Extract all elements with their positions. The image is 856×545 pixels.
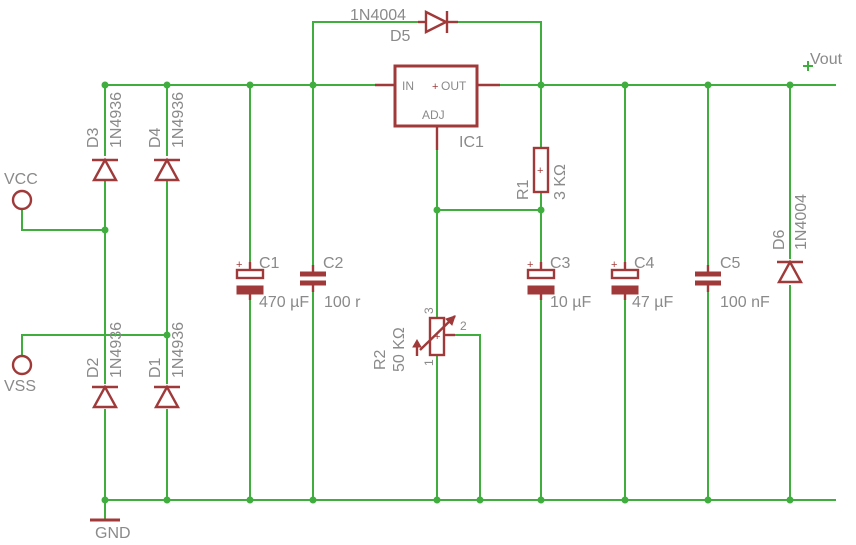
vss-label: VSS [4,378,36,395]
svg-text:+: + [434,331,440,343]
r2-value: 50 KΩ [391,327,408,372]
capacitor-c3[interactable]: + C3 10 µF [526,255,591,311]
diode-d2[interactable]: D2 1N4936 [85,322,125,409]
c3-name: C3 [550,255,571,272]
diode-d1[interactable]: D1 1N4936 [147,322,187,409]
diode-d5[interactable]: 1N4004 D5 [350,7,458,45]
r2-pin1: 1 [422,359,436,366]
c2-name: C2 [323,255,344,272]
svg-text:+: + [611,259,617,271]
c5-name: C5 [720,255,741,272]
diode-d4[interactable]: D4 1N4936 [147,92,187,182]
svg-text:+: + [236,259,242,271]
d4-value: 1N4936 [170,92,187,148]
resistor-r1[interactable]: + R1 3 KΩ [515,146,569,200]
diode-d3[interactable]: D3 1N4936 [85,92,125,182]
c4-value: 47 µF [632,294,673,311]
vcc-label: VCC [4,171,38,188]
capacitor-c2[interactable]: C2 100 r [300,255,361,311]
vcc-terminal[interactable]: VCC [4,171,38,211]
c5-value: 100 nF [720,294,770,311]
r2-name: R2 [372,349,389,370]
ic1-pin-in: IN [402,79,414,93]
r1-name: R1 [515,179,532,200]
capacitor-c4[interactable]: + C4 47 µF [610,255,673,311]
svg-text:+: + [527,259,533,271]
c2-value: 100 r [324,294,361,311]
svg-text:+: + [537,165,543,177]
d5-value: 1N4004 [350,7,406,24]
r2-pin2: 2 [460,319,467,333]
r1-value: 3 KΩ [552,164,569,200]
gnd-symbol: GND [90,518,131,542]
ic1-pin-out: OUT [441,79,467,93]
potentiometer-r2[interactable]: + R2 50 KΩ 1 2 3 [372,307,467,372]
r2-pin3: 3 [422,307,436,314]
d3-value: 1N4936 [108,92,125,148]
d1-value: 1N4936 [170,322,187,378]
diode-d6[interactable]: D6 1N4004 [771,194,810,284]
c3-value: 10 µF [550,294,591,311]
d6-name: D6 [771,229,788,250]
c1-name: C1 [259,255,280,272]
capacitor-c5[interactable]: C5 100 nF [695,255,770,311]
junctions [101,81,794,504]
d6-value: 1N4004 [793,194,810,250]
d1-name: D1 [147,357,164,378]
svg-text:+: + [432,81,438,93]
capacitor-c1[interactable]: + C1 470 µF [235,255,309,311]
d2-value: 1N4936 [108,322,125,378]
d3-name: D3 [85,127,102,148]
c4-name: C4 [634,255,655,272]
wires [21,21,836,521]
vss-terminal[interactable]: VSS [4,354,36,395]
regulator-ic1[interactable]: IN + OUT ADJ IC1 [375,64,500,151]
d5-name: D5 [390,28,411,45]
ic1-pin-adj: ADJ [422,108,445,122]
d2-name: D2 [85,357,102,378]
ic1-name: IC1 [459,134,484,151]
vout-label: Vout [810,51,843,68]
c1-value: 470 µF [259,294,309,311]
d4-name: D4 [147,127,164,148]
gnd-label: GND [95,525,131,542]
